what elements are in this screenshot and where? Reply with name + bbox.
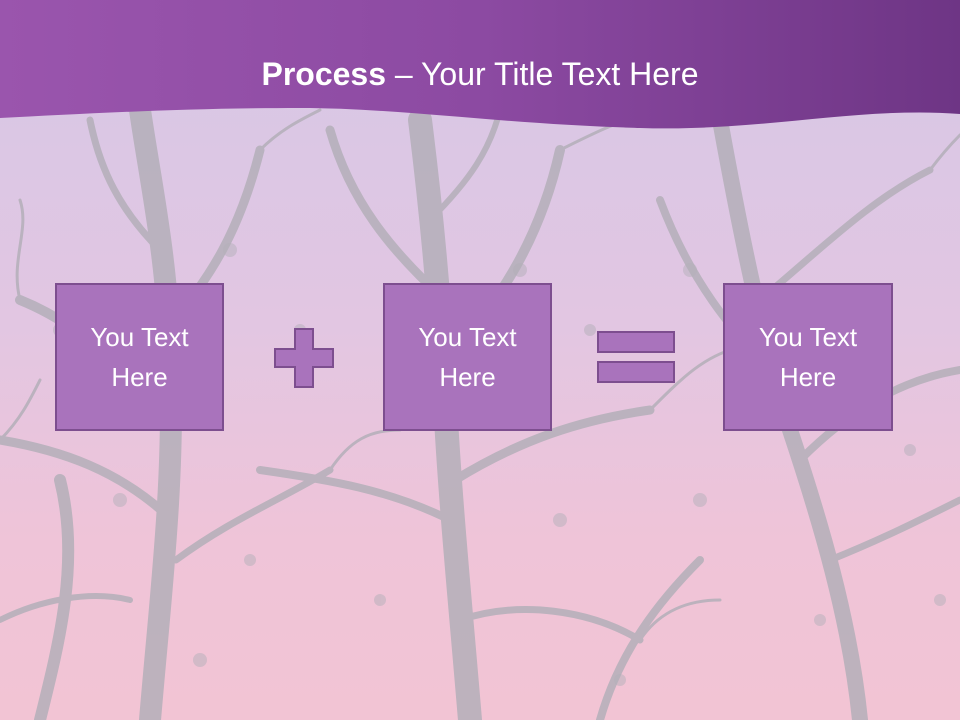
header-band (0, 0, 960, 129)
process-box-label: You Text Here (90, 322, 189, 392)
page-title: Process – Your Title Text Here (0, 52, 960, 96)
title-bold-text: Process (261, 56, 387, 92)
process-box-2[interactable]: You Text Here (383, 283, 552, 431)
title-rest-text: – Your Title Text Here (394, 56, 699, 92)
equals-icon (597, 331, 675, 383)
process-box-3[interactable]: You Text Here (723, 283, 893, 431)
plus-icon (274, 328, 334, 388)
process-box-label: You Text Here (418, 322, 517, 392)
process-box-1[interactable]: You Text Here (55, 283, 224, 431)
process-box-label: You Text Here (758, 322, 858, 392)
